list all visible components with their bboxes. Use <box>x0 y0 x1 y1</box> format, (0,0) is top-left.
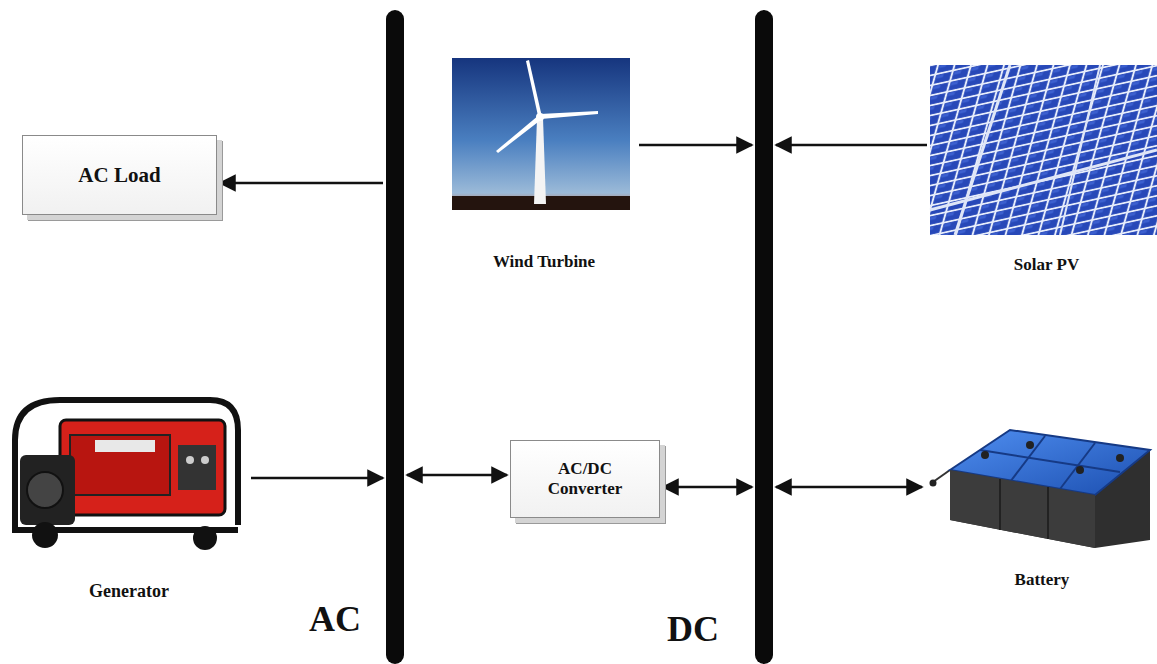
wind-turbine: Wind Turbine <box>452 58 636 272</box>
battery-picture <box>930 430 1151 548</box>
load-box: AC Load <box>22 135 217 215</box>
node-label: Generator <box>10 581 248 602</box>
power-flow-arrow <box>776 144 927 147</box>
power-flow-arrow <box>639 144 752 147</box>
solar-pv: Solar PV <box>930 65 1157 275</box>
battery: Battery <box>925 420 1157 590</box>
wind-turbine-picture <box>452 58 630 210</box>
node-label: Battery <box>925 570 1157 590</box>
node-label: Solar PV <box>930 255 1157 275</box>
node-label: Wind Turbine <box>452 252 636 272</box>
power-flow-arrow <box>407 474 507 477</box>
power-flow-arrow <box>663 486 752 489</box>
solar-panel-picture <box>930 65 1157 235</box>
node-label: AC/DC Converter <box>520 459 650 499</box>
power-flow-arrow <box>251 477 383 480</box>
ac-bus-bar: AC <box>386 10 404 664</box>
generator: Generator <box>10 390 248 602</box>
dc-bus-bar: DC <box>755 10 773 664</box>
node-label: AC Load <box>78 163 160 188</box>
power-flow-arrow <box>220 182 383 185</box>
converter-box: AC/DC Converter <box>510 440 660 518</box>
power-flow-arrow <box>776 486 922 489</box>
generator-picture <box>15 400 238 550</box>
bus-label: AC <box>300 598 370 640</box>
bus-label: DC <box>658 608 728 650</box>
